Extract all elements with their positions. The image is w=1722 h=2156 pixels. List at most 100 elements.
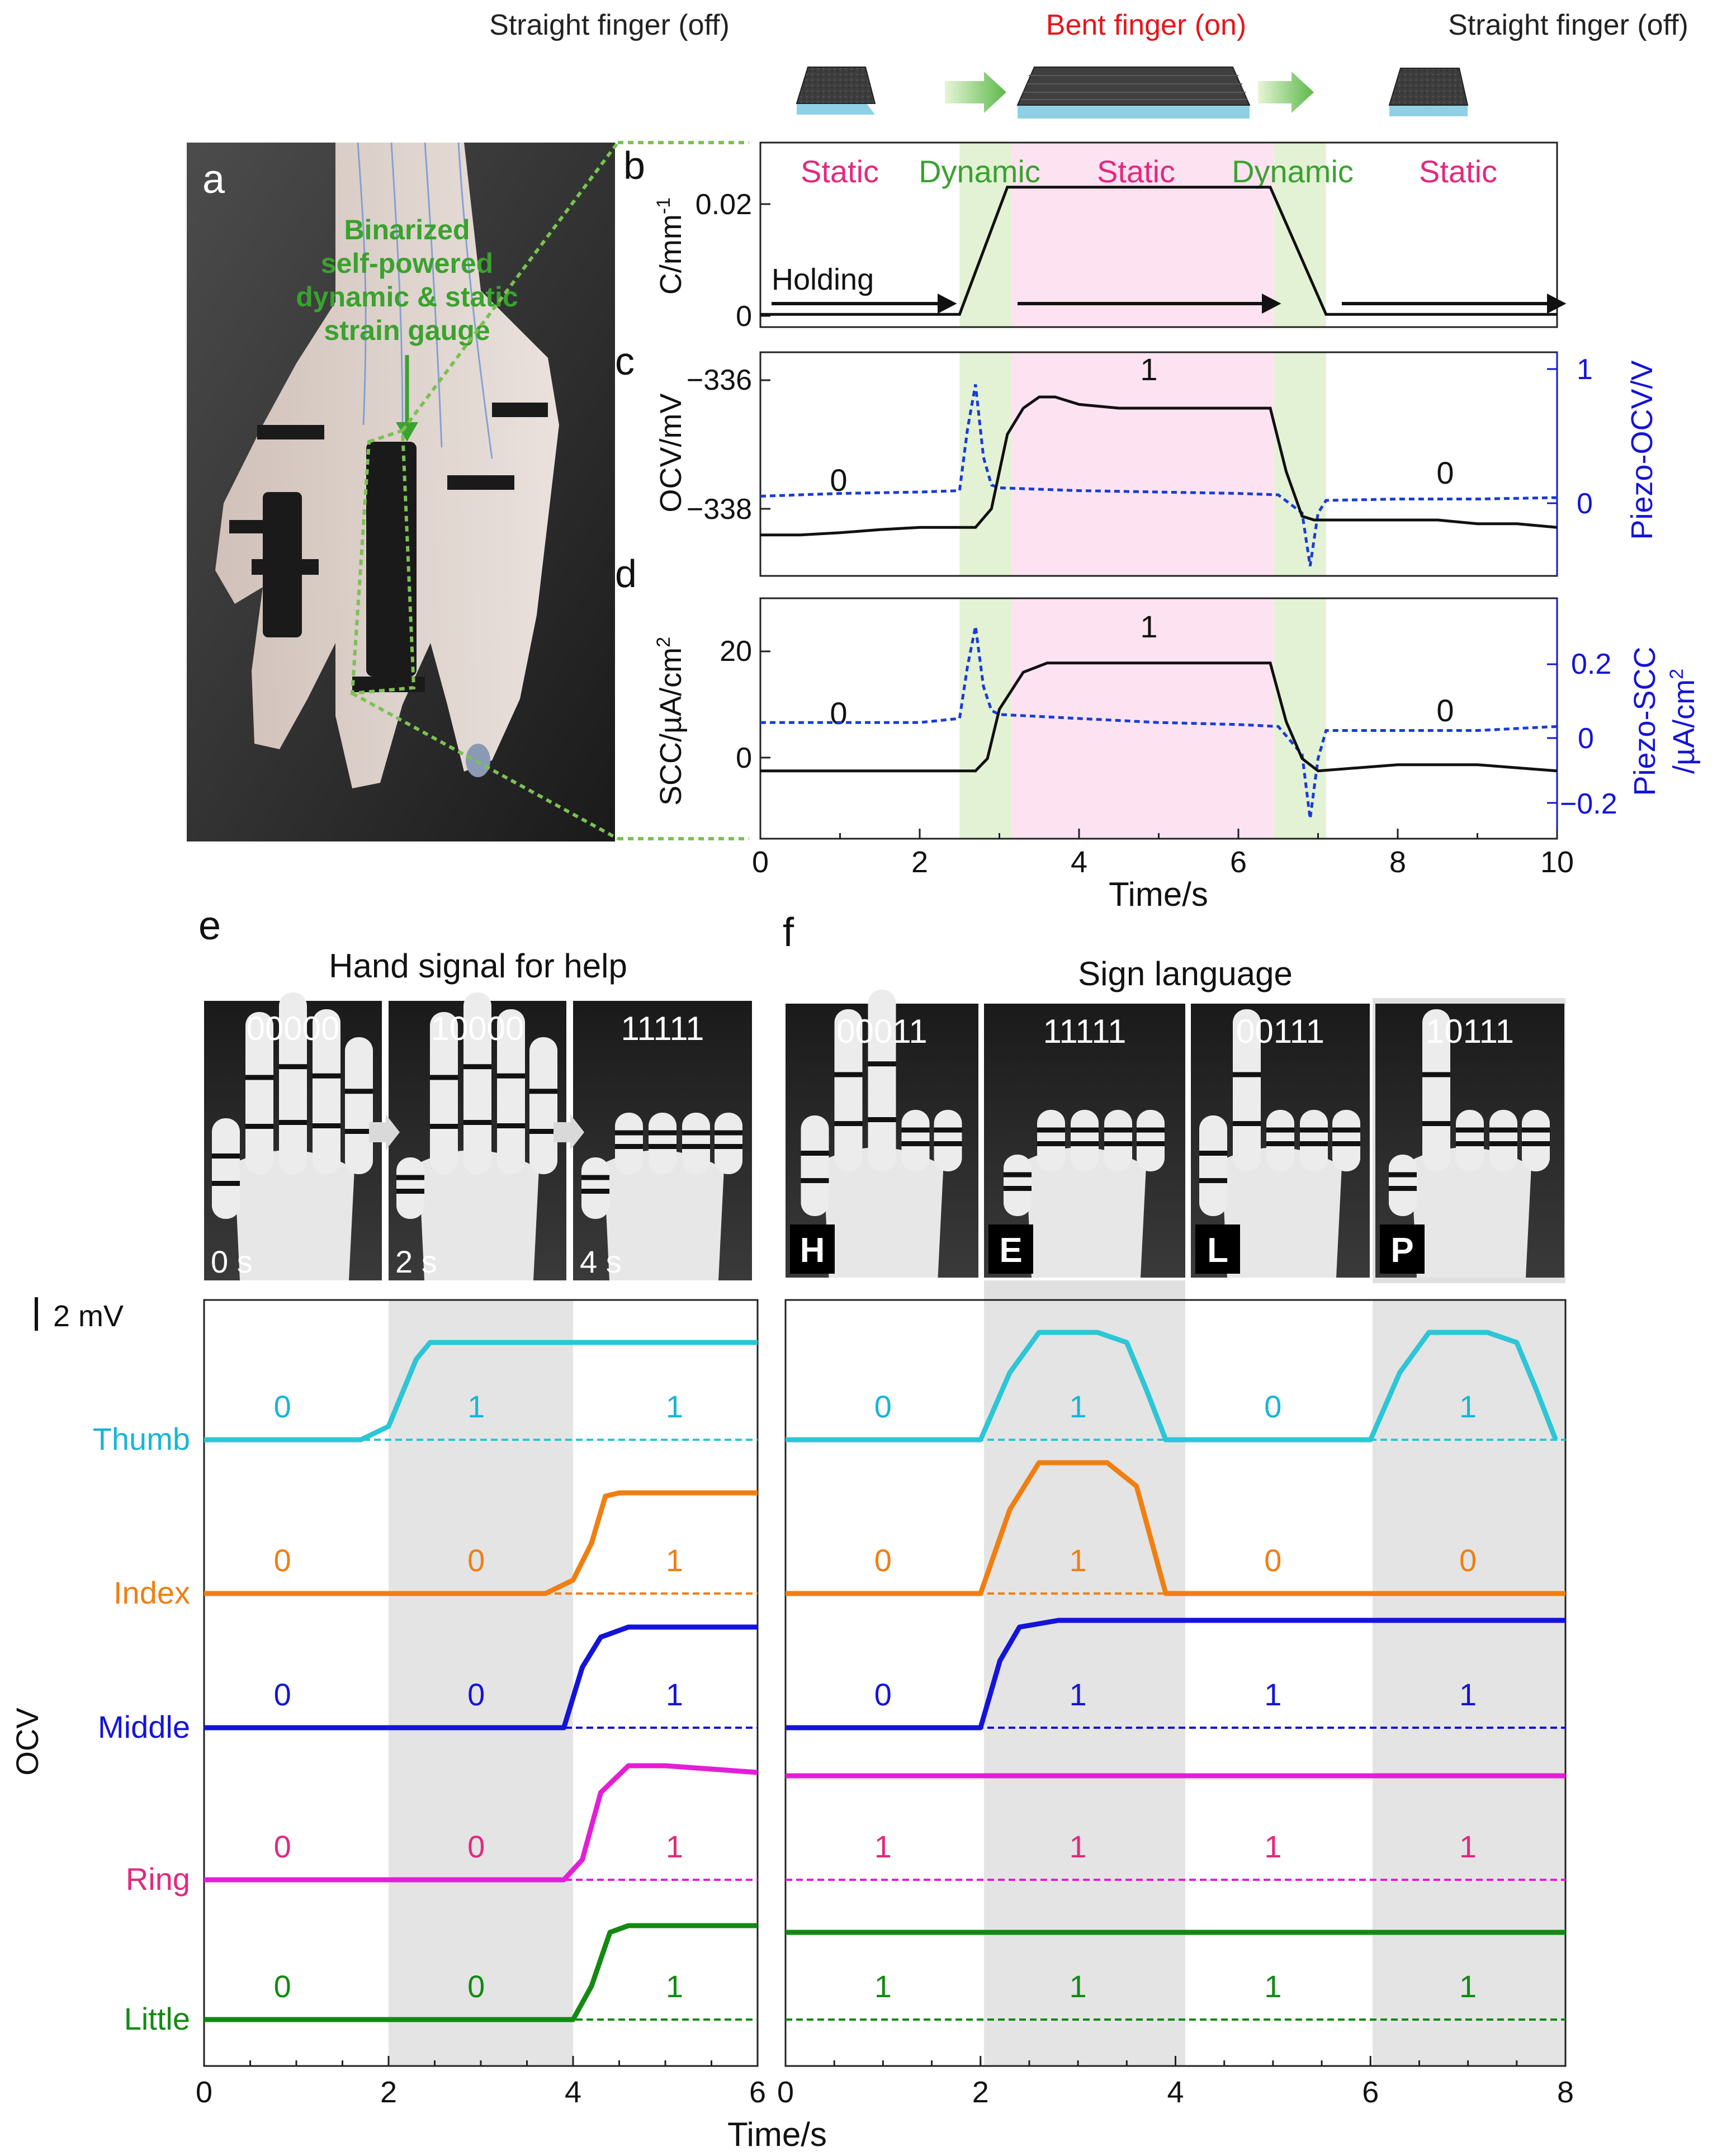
panel-d-state-3: 0 [1436, 693, 1454, 728]
panel-b-ylabel: C/mm-1 [653, 197, 688, 295]
glove-finger [1456, 1110, 1484, 1171]
bit-label: 0 [874, 1677, 892, 1712]
top-schematic: Straight finger (off) Bent finger (on) S… [489, 9, 1688, 119]
panel-b-ytick-2: 0 [736, 300, 752, 333]
panel-f: f Sign language 00011H11111E00111L10111P… [777, 910, 1574, 2109]
xtick-label: 0 [777, 2075, 794, 2109]
photo-code-label: 00000 [247, 1010, 340, 1047]
bit-label: 0 [467, 1969, 485, 2004]
holding-arrows [772, 294, 1567, 314]
glove-finger [1522, 1110, 1550, 1171]
transition-arrow-icon [554, 1114, 584, 1150]
bit-label: 1 [666, 1677, 683, 1712]
trace-thumb [786, 1330, 1558, 1443]
glove-finger [1389, 1155, 1417, 1216]
bit-label: 1 [666, 1389, 683, 1424]
panel-d-xlabel: Time/s [1109, 876, 1208, 913]
phase-label-1: Static [801, 154, 879, 189]
phase-label-5: Static [1419, 154, 1497, 189]
xtick-label: 0 [196, 2075, 212, 2109]
photo-letter-label: H [800, 1231, 825, 1270]
bit-label: 0 [1264, 1389, 1281, 1424]
glove-finger [1137, 1110, 1165, 1171]
phase-label-4: Dynamic [1232, 154, 1354, 189]
panel-a-letter: a [202, 157, 225, 202]
glove-palm [823, 1147, 944, 1278]
panel-f-letter: f [783, 910, 794, 955]
gauge-annotation-line-3: dynamic & static [296, 281, 518, 313]
panel-c-right-ytick-2: 0 [1577, 488, 1593, 520]
glove-finger [430, 1012, 458, 1174]
panel-b-letter: b [623, 144, 645, 187]
bit-label: 0 [467, 1829, 485, 1864]
panel-c-ytick-1: −336 [687, 364, 752, 396]
glove-finger [463, 992, 491, 1174]
finger-label-little: Little [124, 2001, 190, 2036]
phase-shading [959, 143, 1326, 839]
bit-label: 0 [1459, 1543, 1477, 1578]
phase-label-2: Dynamic [919, 154, 1040, 189]
glove-finger [396, 1157, 424, 1219]
panel-d-xtick: 0 [752, 845, 769, 879]
panel-d-xtick: 2 [911, 845, 928, 879]
glove-palm [1026, 1147, 1146, 1278]
photo-code-label: 11111 [1043, 1013, 1126, 1050]
panel-c-right-ytick-1: 1 [1577, 353, 1593, 386]
trace-little [204, 1923, 758, 2022]
panel-d-scc-curve [760, 661, 1558, 773]
bit-label: 1 [1070, 1969, 1087, 2004]
phase-label-3: Static [1097, 154, 1175, 189]
bit-label: 1 [1070, 1389, 1087, 1424]
bit-label: 1 [1070, 1829, 1087, 1864]
bit-label: 1 [1070, 1677, 1087, 1712]
glove-finger [1422, 1009, 1450, 1171]
glove-palm [604, 1150, 724, 1280]
panel-e-letter: e [198, 904, 221, 948]
panel-c-state-2: 1 [1140, 352, 1157, 387]
glove-finger [1104, 1110, 1132, 1171]
panel-d-right-ytick-1: 0.2 [1571, 648, 1611, 680]
glove-finger [529, 1037, 557, 1174]
bit-label: 1 [1264, 1677, 1281, 1712]
bit-label: 1 [1459, 1389, 1477, 1424]
panel-d-ytick-2: 0 [736, 742, 752, 774]
straight-film-icon-right [1388, 68, 1469, 116]
glove-finger [313, 1009, 340, 1174]
glove-finger [279, 992, 307, 1174]
photo-letter-label: E [999, 1231, 1022, 1270]
xtick-label: 2 [380, 2075, 397, 2109]
trace-ring [204, 1763, 758, 1883]
glove-finger [1266, 1110, 1294, 1171]
panel-d-right-ylabel-2: /µA/cm2 [1666, 669, 1701, 774]
straight-film-icon-left [796, 67, 876, 115]
glove-finger [715, 1113, 742, 1174]
bit-label: 1 [1264, 1829, 1281, 1864]
bit-label: 0 [274, 1543, 291, 1578]
glove-finger [212, 1118, 240, 1219]
panel-b-ytick-1: 0.02 [696, 188, 752, 221]
photo-code-label: 10000 [431, 1010, 524, 1047]
glove-finger [682, 1113, 710, 1174]
panel-b-curve [760, 186, 1557, 316]
photo-code-label: 10111 [1426, 1013, 1514, 1050]
panel-d-xtick: 8 [1389, 845, 1406, 879]
bit-label: 1 [1459, 1677, 1477, 1712]
bit-label: 0 [274, 1969, 291, 2004]
right-arrow-icon-2 [1258, 72, 1314, 113]
bit-label: 1 [666, 1829, 683, 1864]
bit-label: 1 [874, 1829, 892, 1864]
bit-label: 0 [274, 1389, 291, 1424]
bit-label: 1 [666, 1969, 683, 2004]
panel-d-letter: d [615, 552, 637, 595]
panel-d-right-ytick-2: 0 [1578, 722, 1594, 755]
panel-c-ocv-curve [760, 395, 1558, 537]
panel-f-title: Sign language [1078, 955, 1293, 992]
bit-label: 1 [467, 1389, 485, 1424]
xtick-label: 6 [1362, 2075, 1379, 2109]
transition-arrow-icon [369, 1114, 400, 1150]
photo-time-label: 4 s [580, 1244, 622, 1279]
panel-d-xtick: 6 [1230, 845, 1247, 879]
glove-palm [419, 1150, 539, 1280]
